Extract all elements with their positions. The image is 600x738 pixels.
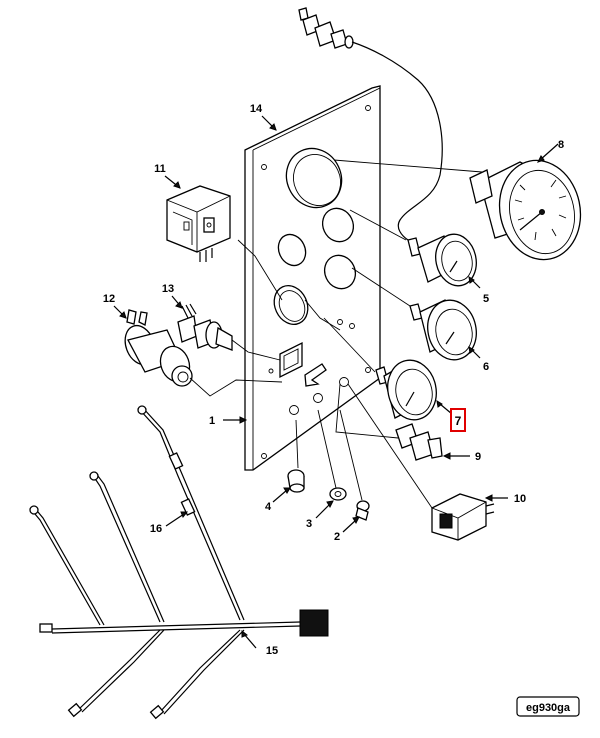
callout-9: 9 [475,451,481,463]
relay [166,185,231,262]
large-gauge [469,159,582,261]
callout-3: 3 [306,518,312,530]
panel [244,85,381,471]
callout-7: 7 [455,414,462,428]
hour-meter [431,493,495,541]
highlight-box [450,408,466,432]
figure-id: eg930ga [526,702,571,714]
gauge-7 [375,359,437,421]
washer [329,487,347,501]
callout-7-highlight: 7 [450,408,466,432]
callout-8: 8 [558,139,564,151]
callout-6: 6 [483,361,489,373]
medium-gauge [409,299,477,361]
standoff [287,469,305,493]
toggle-switch [177,303,233,351]
callout-14: 14 [250,103,263,115]
assembly-lines [189,159,483,509]
callout-1: 1 [209,415,215,427]
small-gauge [407,233,477,287]
callout-10: 10 [514,493,526,505]
callout-16: 16 [150,523,162,535]
callout-4: 4 [265,501,272,513]
temperature-sender [298,7,443,241]
callout-arrows [113,115,559,649]
callout-11: 11 [154,163,166,175]
sender-fitting [395,423,443,461]
callout-13: 13 [162,283,174,295]
callout-15: 15 [266,645,278,657]
callout-2: 2 [334,531,340,543]
wiring-harness [29,405,329,720]
figure-id-box: eg930ga [516,696,580,717]
ignition-switch [124,309,193,387]
screw [355,500,370,521]
callout-12: 12 [103,293,115,305]
callout-5: 5 [483,293,489,305]
